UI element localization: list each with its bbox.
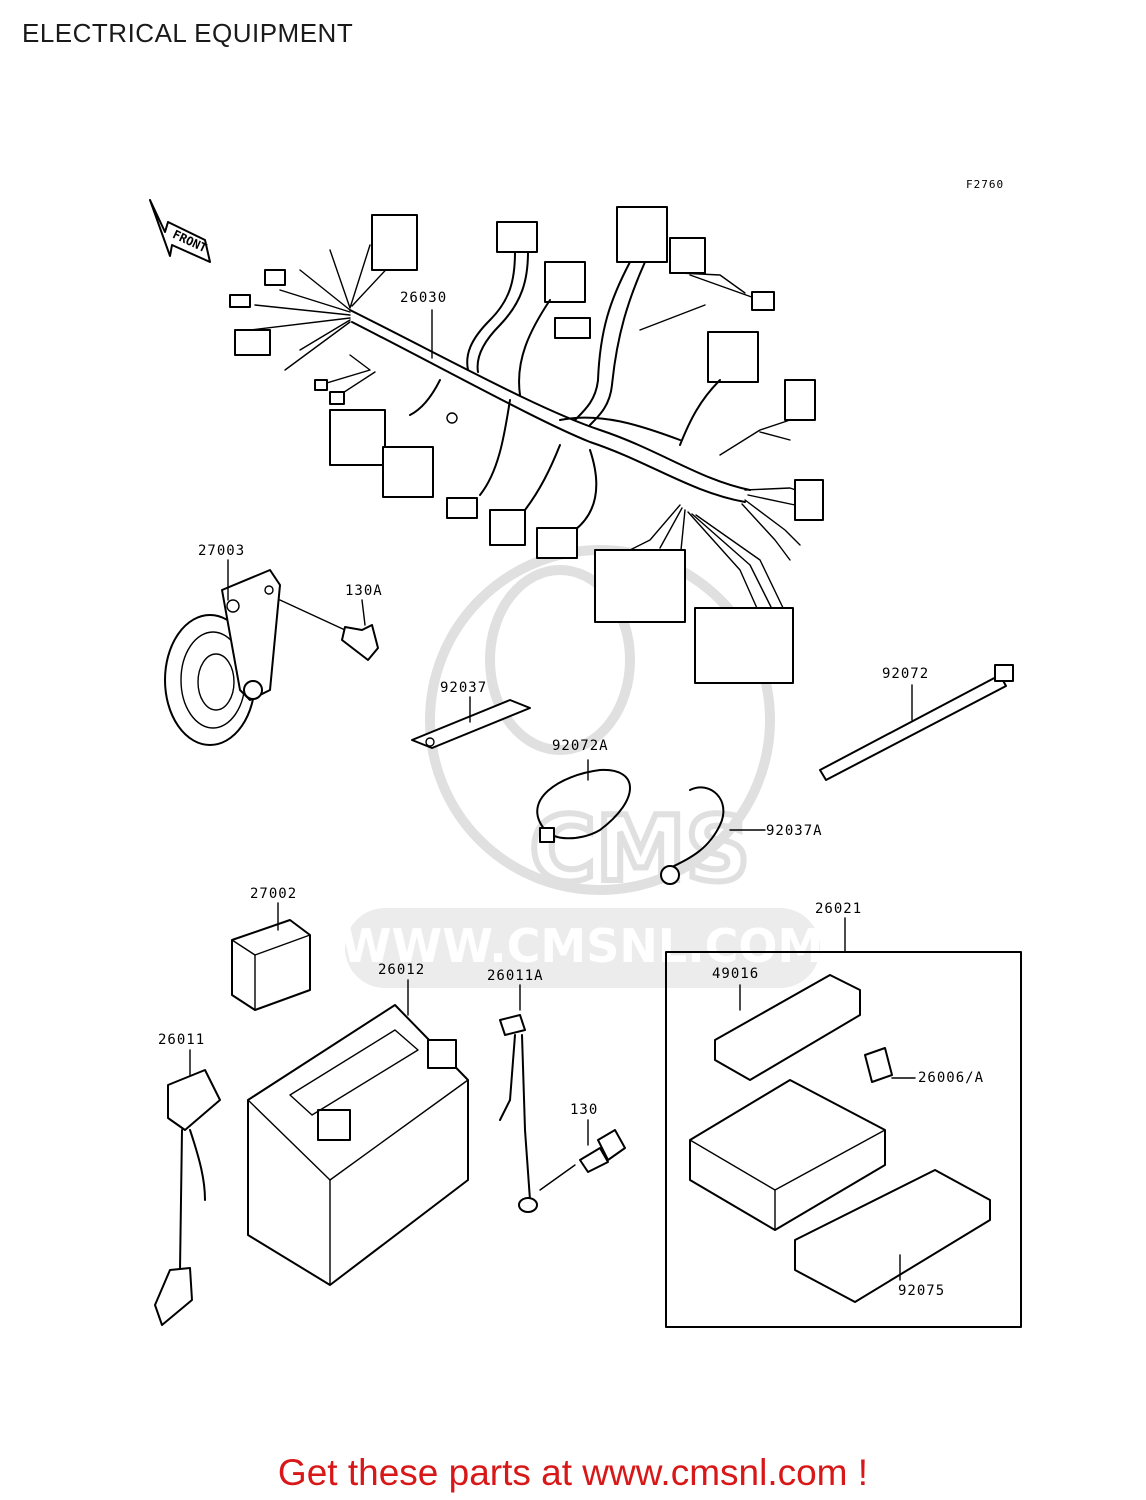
lead-26011A [499, 984, 538, 1213]
part-label-26011A[interactable]: 26011A [487, 968, 544, 984]
part-label-130A[interactable]: 130A [345, 583, 383, 599]
part-label-26021[interactable]: 26021 [815, 901, 863, 917]
part-label-130[interactable]: 130 [570, 1102, 599, 1118]
part-label-92075[interactable]: 92075 [898, 1283, 946, 1299]
clamp-92037A [660, 786, 766, 885]
part-label-27002[interactable]: 27002 [250, 886, 298, 902]
part-label-92072[interactable]: 92072 [882, 666, 930, 682]
wiring-harness-26030 [229, 206, 824, 684]
figure-code: F2760 [966, 178, 1005, 191]
part-label-92037A[interactable]: 92037A [766, 823, 823, 839]
battery-26012 [247, 979, 469, 1286]
page-title: ELECTRICAL EQUIPMENT [22, 18, 354, 48]
band-92072A [536, 759, 631, 843]
part-label-26012[interactable]: 26012 [378, 962, 426, 978]
part-label-27003[interactable]: 27003 [198, 543, 246, 559]
fuse-box-26021 [665, 917, 1022, 1328]
part-label-26030[interactable]: 26030 [400, 290, 448, 306]
watermark-logo: WWW.CMSNL.COM CMS [341, 545, 824, 988]
horn-27003 [164, 559, 379, 746]
part-label-49016[interactable]: 49016 [712, 966, 760, 982]
part-label-92037[interactable]: 92037 [440, 680, 488, 696]
part-label-26006A[interactable]: 26006/A [918, 1070, 985, 1086]
cable-26011 [154, 1049, 221, 1326]
part-label-26011[interactable]: 26011 [158, 1032, 206, 1048]
bracket-92037 [411, 696, 531, 749]
watermark-url: WWW.CMSNL.COM [341, 919, 824, 973]
front-arrow-icon: FRONT [149, 199, 211, 263]
footer-link[interactable]: Get these parts at www.cmsnl.com ! [277, 1452, 869, 1493]
watermark-cms: CMS [530, 797, 750, 902]
bolt-130 [539, 1119, 626, 1191]
tie-92072 [819, 664, 1014, 781]
relay-27002 [231, 902, 311, 1011]
part-label-92072A[interactable]: 92072A [552, 738, 609, 754]
